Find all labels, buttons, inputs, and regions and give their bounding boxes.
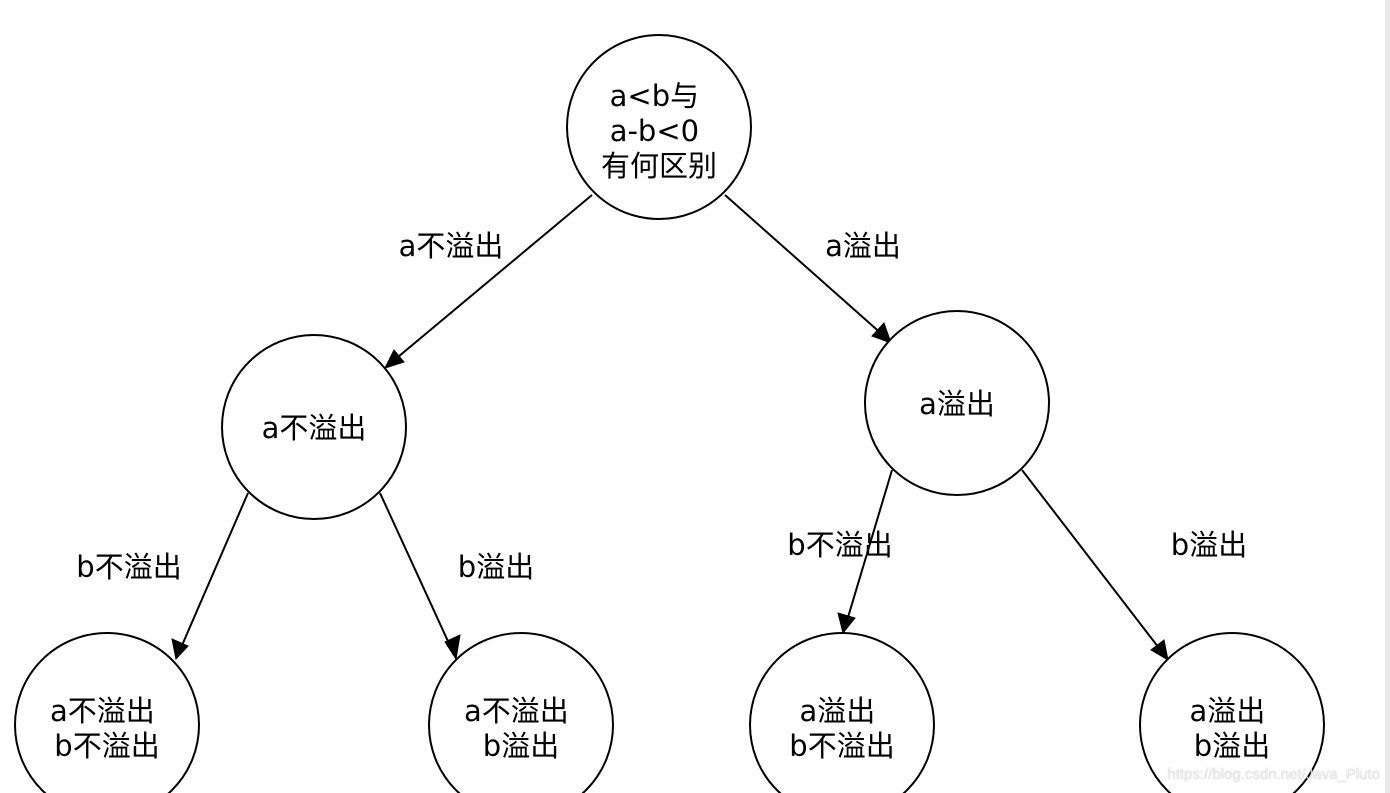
edge-label-left-lr: b溢出 [458,550,534,584]
node-leaf-rr-line-2: b溢出 [1194,729,1270,763]
edge-right-to-leaf-rl [837,469,893,635]
edge-label-right-rr: b溢出 [1171,528,1247,562]
node-root-line-1: a<b与 [610,79,699,113]
node-leaf-rr: a溢出 b溢出 [1139,632,1325,793]
edge-label-root-left: a不溢出 [399,229,504,263]
node-leaf-ll-line-1: a不溢出 [50,694,155,728]
edge-label-left-ll: b不溢出 [76,550,181,584]
svg-text:a不溢出 b不溢出: a不溢出 b不溢出 [50,694,164,763]
node-root: a<b与 a-b<0 有何区别 [566,34,752,220]
node-right: a溢出 [864,310,1050,496]
node-leaf-ll-line-2: b不溢出 [54,729,159,763]
arrowhead-icon [837,612,856,635]
right-edge-strip [1385,0,1390,793]
node-left-label: a不溢出 [262,411,367,445]
edge-root-to-right [724,194,892,344]
node-leaf-rl-line-1: a溢出 [800,694,876,728]
node-leaf-lr-line-2: b溢出 [483,729,559,763]
svg-text:a不溢出 b溢出: a不溢出 b溢出 [464,694,578,763]
arrowhead-icon [171,638,189,661]
node-leaf-rl-line-2: b不溢出 [789,729,894,763]
edge-labels: a不溢出 a溢出 b不溢出 b溢出 b不溢出 b溢出 [76,229,1247,584]
svg-text:a溢出: a溢出 [919,387,995,421]
edge-root-to-left [384,194,593,369]
svg-text:a溢出 b不溢出: a溢出 b不溢出 [789,694,894,763]
watermark-text: https://blog.csdn.net/Java_Pluto [1167,766,1380,783]
node-right-label: a溢出 [919,387,995,421]
edge-left-to-leaf-lr [379,492,461,661]
node-left: a不溢出 [221,334,407,520]
node-leaf-ll: a不溢出 b不溢出 [14,632,200,793]
arrowhead-icon [871,322,892,344]
node-root-line-2: a-b<0 [610,114,699,148]
edge-right-to-leaf-rr [1021,469,1169,661]
node-leaf-rr-line-1: a溢出 [1190,694,1266,728]
edge-label-right-rl: b不溢出 [787,528,892,562]
node-leaf-lr: a不溢出 b溢出 [428,632,614,793]
edges [171,194,1169,661]
node-leaf-lr-line-1: a不溢出 [464,694,569,728]
arrowhead-icon [384,349,405,369]
node-root-line-3: 有何区别 [601,149,717,183]
svg-text:a不溢出: a不溢出 [262,411,367,445]
node-leaf-rl: a溢出 b不溢出 [749,632,935,793]
arrowhead-icon [444,634,461,661]
svg-text:a<b与 a-b<0 有何区别: a<b与 a-b<0 有何区别 [601,79,717,183]
edge-left-to-leaf-ll [171,492,249,661]
arrowhead-icon [1150,639,1169,661]
edge-label-root-right: a溢出 [825,229,901,263]
svg-text:a溢出 b溢出: a溢出 b溢出 [1190,694,1275,763]
